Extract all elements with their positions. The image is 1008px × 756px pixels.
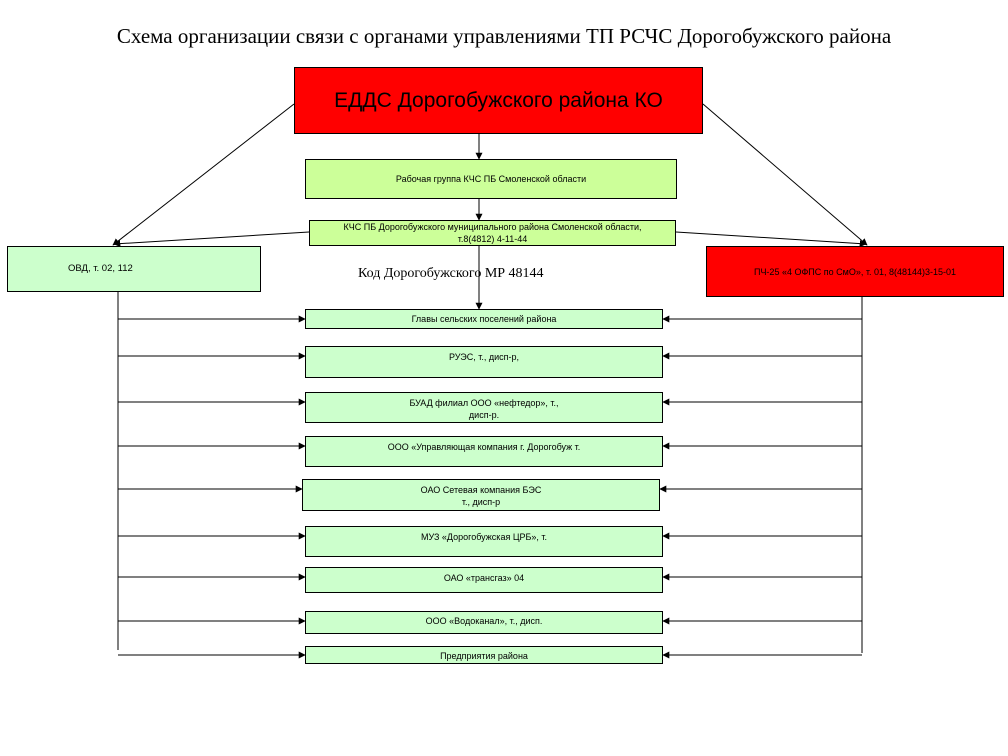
service-label-line2: т., дисп-р [461,497,501,507]
service-box: РУЭС, т., дисп-р, [305,346,663,378]
working-group-label: Рабочая группа КЧС ПБ Смоленской области [395,174,587,184]
edds-label: ЕДДС Дорогобужского района КО [334,88,663,112]
service-label-line1: МУЗ «Дорогобужская ЦРБ», т. [420,532,548,542]
service-box: Главы сельских поселений района [305,309,663,329]
page-title: Схема организации связи с органами управ… [116,24,892,48]
service-box: ООО «Водоканал», т., дисп. [305,611,663,634]
service-box: БУАД филиал ООО «нефтедор», т., дисп-р. [305,392,663,423]
edds-to-pch-arrow [702,103,868,246]
service-box: Предприятия района [305,646,663,664]
service-label-line1: ОАО Сетевая компания БЭС [420,485,542,495]
pch-label: ПЧ-25 «4 ОФПС по СмО», т. 01, 8(48144)3-… [753,266,957,277]
service-label-line1: Главы сельских поселений района [411,314,557,324]
edds-box: ЕДДС Дорогобужского района КО [294,67,703,134]
ovd-label: ОВД, т. 02, 112 [68,263,133,274]
service-label-line2: дисп-р. [468,410,500,420]
service-label-line1: БУАД филиал ООО «нефтедор», т., [409,398,559,408]
service-label-line1: РУЭС, т., дисп-р, [448,352,520,362]
service-box: ОАО «трансгаз» 04 [305,567,663,593]
ovd-box: ОВД, т. 02, 112 [7,246,261,292]
kchs-label-line1: КЧС ПБ Дорогобужского муниципального рай… [343,222,642,232]
kchs-box: КЧС ПБ Дорогобужского муниципального рай… [309,220,676,246]
service-box: МУЗ «Дорогобужская ЦРБ», т. [305,526,663,557]
edds-to-ovd-arrow [112,103,295,246]
working-group-box: Рабочая группа КЧС ПБ Смоленской области [305,159,677,199]
pch-box: ПЧ-25 «4 ОФПС по СмО», т. 01, 8(48144)3-… [706,246,1004,297]
service-label-line1: ООО «Водоканал», т., дисп. [425,616,543,626]
service-label-line1: Предприятия района [440,651,528,661]
kchs-label-line2: т.8(4812) 4-11-44 [457,234,528,244]
kchs-to-ovd-arrow [113,231,310,248]
district-code-label: Код Дорогобужского МР 48144 [358,266,544,281]
service-box: ОАО Сетевая компания БЭС т., дисп-р [302,479,660,511]
kchs-to-pch-arrow [675,231,867,248]
service-label-line1: ООО «Управляющая компания г. Дорогобуж т… [387,442,581,452]
service-label-line1: ОАО «трансгаз» 04 [443,573,525,583]
service-box: ООО «Управляющая компания г. Дорогобуж т… [305,436,663,467]
